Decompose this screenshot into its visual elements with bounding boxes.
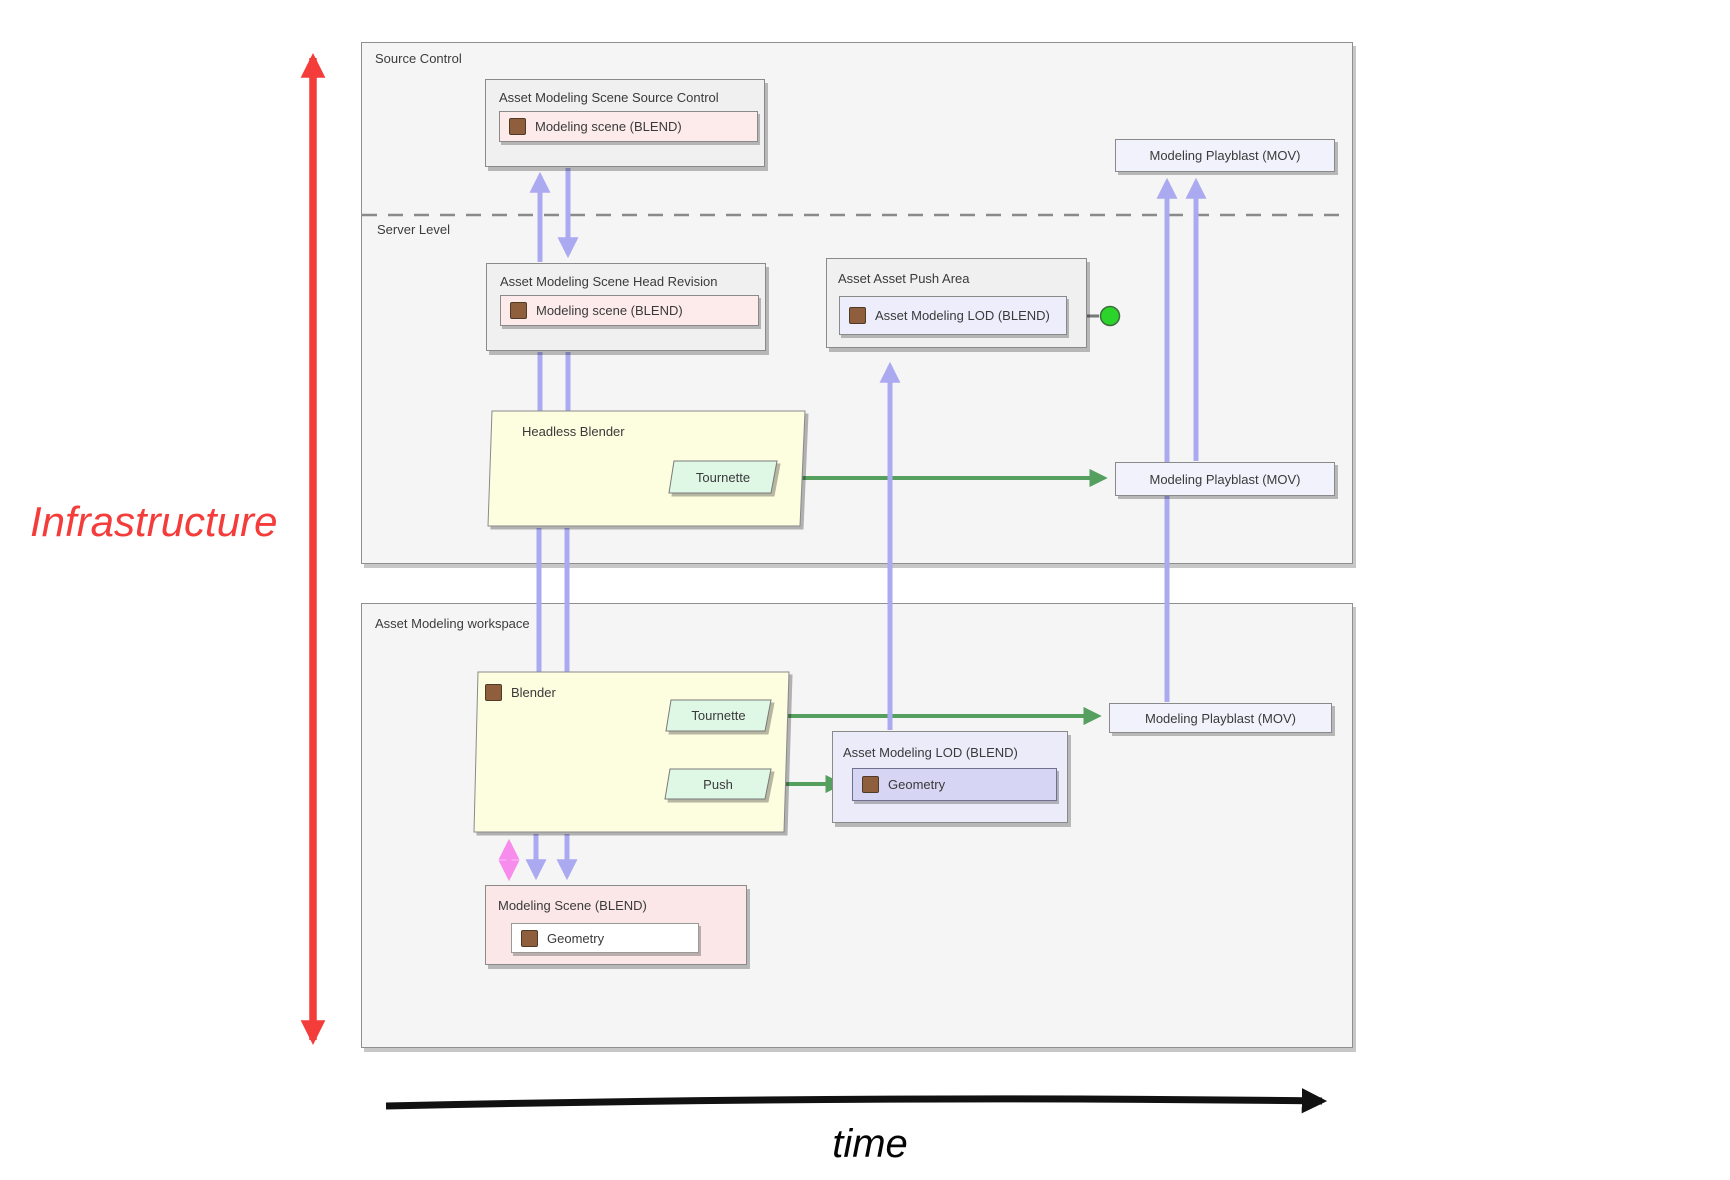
node-title: Blender [511,685,556,700]
node-push-area: Asset Asset Push Area Asset Modeling LOD… [826,258,1087,348]
region-label-source-control: Source Control [375,51,462,66]
step-label: Push [703,776,733,792]
node-playblast-server: Modeling Playblast (MOV) [1115,462,1335,496]
node-scene-head-revision: Asset Modeling Scene Head Revision Model… [486,263,766,351]
step-shape [665,699,772,732]
time-axis-label: time [832,1122,908,1166]
tournette-step: Tournette [665,699,772,732]
node-playblast-workspace: Modeling Playblast (MOV) [1109,703,1332,733]
push-step: Push [664,768,772,800]
node-title: Asset Asset Push Area [838,271,970,286]
item-geometry: Geometry [852,768,1057,801]
node-modeling-scene: Modeling Scene (BLEND) Geometry [485,885,747,965]
step-shape [664,768,772,800]
node-playblast-top: Modeling Playblast (MOV) [1115,139,1335,172]
node-asset-modeling-lod: Asset Modeling LOD (BLEND) Geometry [832,731,1068,823]
item-asset-modeling-lod: Asset Modeling LOD (BLEND) [839,296,1067,335]
node-title: Modeling Scene (BLEND) [498,898,647,913]
item-label: Geometry [547,930,605,946]
step-label: Tournette [695,469,751,485]
geometry-icon [862,776,879,793]
blend-file-icon [510,302,527,319]
step-label: Tournette [691,708,746,723]
node-title-row: Blender [485,684,556,701]
region-label-workspace: Asset Modeling workspace [375,616,530,631]
blend-file-icon [849,307,866,324]
node-blender: Blender Tournette Push [473,671,790,833]
purple-sync-arrows [525,168,1207,881]
status-dot-icon [1099,305,1121,327]
infrastructure-axis-label: Infrastructure [30,498,278,545]
geometry-icon [521,929,538,947]
process-shape [487,410,806,527]
node-title: Asset Modeling Scene Head Revision [500,274,718,289]
blend-app-icon [485,684,502,701]
node-title: Asset Modeling Scene Source Control [499,90,719,105]
item-modeling-scene-blend: Modeling scene (BLEND) [499,111,758,142]
node-title: Asset Modeling LOD (BLEND) [843,745,1018,760]
blend-file-icon [509,118,526,135]
item-label: Geometry [888,777,946,792]
node-title: Headless Blender [522,424,625,439]
item-label: Modeling scene (BLEND) [535,119,682,134]
node-headless-blender: Headless Blender Tournette [487,410,806,527]
item-geometry: Geometry [511,923,699,953]
region-label-server-level: Server Level [377,222,450,237]
node-scene-source-control: Asset Modeling Scene Source Control Mode… [485,79,765,167]
step-shape [668,460,778,494]
item-label: Asset Modeling LOD (BLEND) [875,308,1050,323]
item-label: Modeling scene (BLEND) [536,303,683,318]
tournette-step: Tournette [668,460,778,494]
time-axis-arrow [385,1088,1328,1114]
item-modeling-scene-blend: Modeling scene (BLEND) [500,295,759,326]
